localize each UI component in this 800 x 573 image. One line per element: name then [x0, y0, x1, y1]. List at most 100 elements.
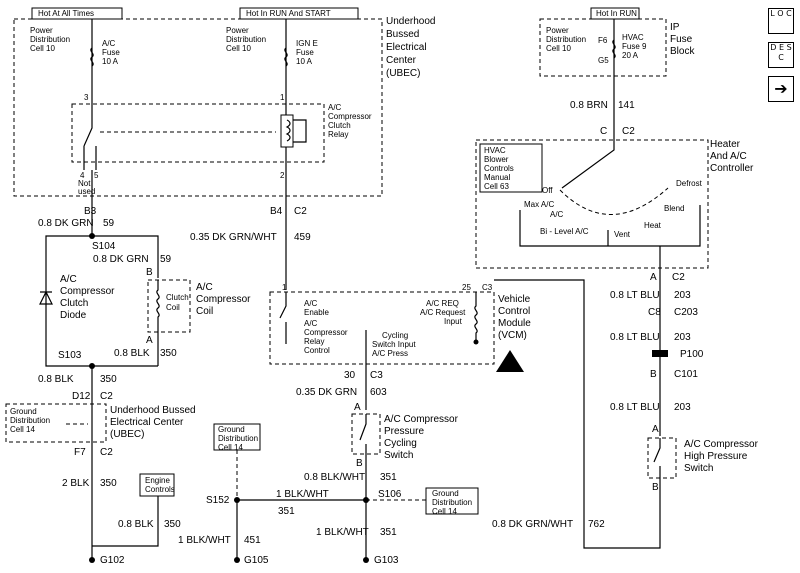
heater-controller-label: Heater And A/C Controller	[710, 139, 754, 174]
ground-g105-symbol	[234, 557, 240, 563]
ground-distribution-cell14-b: Ground Distribution Cell 14	[218, 425, 260, 452]
arrow-right-icon: ➔	[774, 79, 788, 98]
wire-1-blk-wht-451: 1 BLK/WHT	[178, 535, 231, 546]
vcm-request-label: A/C REQ A/C Request Input	[420, 299, 468, 326]
wire-350b: 350	[100, 374, 117, 385]
not-used-label: Not used	[78, 179, 95, 196]
wire-762: 762	[588, 519, 605, 530]
clutch-coil-label: Clutch	[166, 293, 189, 302]
mode-max-ac: Max A/C	[524, 200, 554, 209]
wire-0-8-brn: 0.8 BRN	[570, 100, 608, 111]
vcm-title: Vehicle Control Module (VCM)	[498, 294, 534, 341]
wire-141: 141	[618, 100, 635, 111]
diode-loop	[45, 235, 158, 367]
coil-word-label: Coil	[166, 303, 180, 312]
c101-label: C101	[674, 369, 698, 380]
b4-c2-label: C2	[294, 206, 307, 217]
wire-0-8-dk-grn-wht: 0.8 DK GRN/WHT	[492, 519, 573, 530]
wire-0-8-lt-blu-c: 0.8 LT BLU	[610, 402, 660, 413]
description-button[interactable]: D E S C	[768, 42, 794, 68]
relay-pin-4: 4	[80, 171, 85, 180]
hot-in-run-label: Hot In RUN	[596, 9, 637, 18]
mode-defrost: Defrost	[676, 179, 703, 188]
controller-c2-label: C2	[672, 272, 685, 283]
wire-0-8-blk-350b: 0.8 BLK	[38, 374, 74, 385]
wire-0-8-blk-350d: 0.8 BLK	[118, 519, 154, 530]
ground-distribution-cell14-a: Ground Distribution Cell 14	[10, 407, 52, 434]
hp-pin-b: B	[652, 482, 659, 493]
location-button-label: L O C	[770, 9, 792, 18]
wire-351c: 351	[380, 527, 397, 538]
ubec-outline	[13, 18, 383, 197]
ground-bus	[236, 478, 367, 560]
high-pressure-switch-label: A/C Compressor High Pressure Switch	[684, 439, 761, 474]
cycling-switch-contact	[359, 414, 367, 478]
relay-pin-1: 1	[280, 93, 285, 102]
wire-2-blk: 2 BLK	[62, 478, 90, 489]
relay-label: A/C Compressor Clutch Relay	[328, 103, 374, 139]
wire-351a: 351	[380, 472, 397, 483]
c8-label: C8	[648, 307, 661, 318]
ip-fuse-block-label: IP Fuse Block	[670, 22, 695, 57]
ubec-bottom-outline	[5, 403, 107, 443]
vcm-relay-control-label: A/C Compressor Relay Control	[304, 319, 350, 355]
p100-passthrough	[652, 350, 668, 357]
compressor-coil-label: A/C Compressor Coil	[196, 282, 253, 317]
cycling-pin-a: A	[354, 402, 361, 413]
f6-label: F6	[598, 36, 608, 45]
next-page-button[interactable]: ➔	[768, 76, 794, 102]
ground-distribution-box-b	[213, 423, 261, 451]
p100-label: P100	[680, 349, 704, 360]
wire-1-blk-wht-351b: 1 BLK/WHT	[276, 489, 329, 500]
mode-contacts	[519, 205, 701, 247]
mode-off: Off	[542, 186, 553, 195]
vcm-pin-25: 25	[462, 283, 471, 292]
ground-g103-symbol	[363, 557, 369, 563]
wire-0-8-blk-wht-351a: 0.8 BLK/WHT	[304, 472, 365, 483]
heater-controller-outline	[475, 139, 709, 269]
relay-coil	[280, 114, 294, 148]
f7-label: F7	[74, 447, 86, 458]
g105-label: G105	[244, 555, 269, 566]
vcm-outline	[269, 291, 495, 365]
wire-350a: 350	[160, 348, 177, 359]
g102-label: G102	[100, 555, 125, 566]
b4-label: B4	[270, 206, 283, 217]
power-distribution-cell10-b: Power Distribution Cell 10	[226, 26, 268, 53]
ubec-bottom-label: Underhood Bussed Electrical Center (UBEC…	[110, 405, 198, 440]
vcm-pin-1: 1	[282, 283, 287, 292]
hp-pin-a: A	[652, 424, 659, 435]
hot-at-all-times-label: Hot At All Times	[38, 9, 94, 18]
mode-ac: A/C	[550, 210, 564, 219]
location-button[interactable]: L O C	[768, 8, 794, 34]
vcm-c3-30: C3	[370, 370, 383, 381]
vcm-c3-label: C3	[482, 283, 493, 292]
relay-coil-wiring	[285, 100, 307, 170]
wire-0-8-dk-grn-b: 0.8 DK GRN	[93, 254, 149, 265]
s104-label: S104	[92, 241, 116, 252]
hot-in-run-start-box	[239, 7, 359, 20]
hvac-blower-controls-label: HVAC Blower Controls Manual Cell 63	[484, 146, 516, 191]
engine-controls-box	[139, 473, 175, 497]
c101-pin-b: B	[650, 369, 657, 380]
description-button-label: D E S C	[770, 43, 792, 62]
ground-distribution-box-c	[425, 487, 479, 515]
hot-in-run-box	[590, 7, 640, 20]
hvac-fuse-symbol	[612, 39, 616, 59]
b3-label: B3	[84, 206, 97, 217]
hvac-blower-controls-box	[479, 143, 543, 193]
ign-fuse-symbol	[284, 47, 288, 67]
relay-pin-3: 3	[84, 93, 89, 102]
relay-pin-5: 5	[94, 171, 99, 180]
vcm-enable-switch	[279, 292, 287, 344]
wire-203b: 203	[674, 332, 691, 343]
wire-451: 451	[244, 535, 261, 546]
wire-59-b: 59	[160, 254, 172, 265]
vcm-request-ground	[473, 339, 479, 345]
ubec-title: Underhood Bussed Electrical Center (UBEC…	[386, 16, 438, 79]
mode-selector-arm	[561, 136, 615, 189]
coil-pin-b: B	[146, 267, 153, 278]
high-pressure-switch-outline	[647, 437, 677, 479]
ac-fuse-label: A/C Fuse 10 A	[102, 39, 122, 66]
